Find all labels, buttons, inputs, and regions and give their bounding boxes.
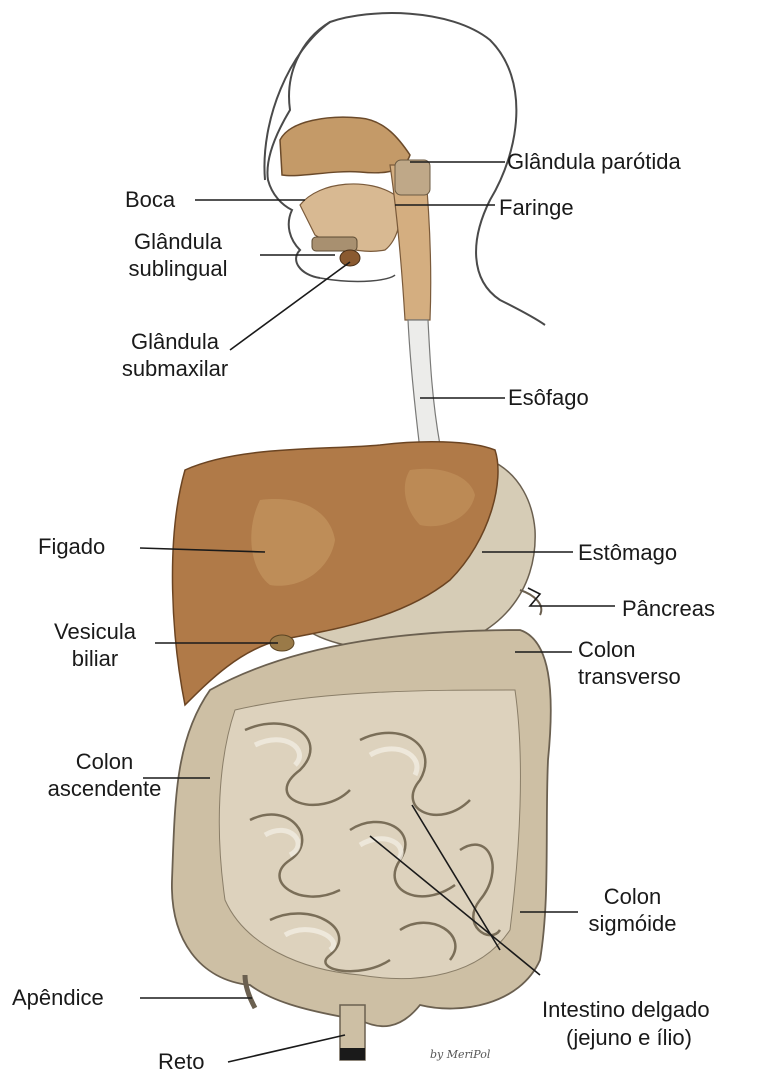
line-reto (228, 1035, 345, 1062)
label-glandula-sublingual-1: Glândula (98, 230, 258, 254)
parotid-gland (395, 160, 430, 195)
rectum-end (340, 1048, 365, 1060)
label-esofago: Esôfago (508, 386, 589, 410)
label-colon-ascendente-1: Colon (42, 750, 167, 774)
label-glandula-parotida: Glândula parótida (507, 150, 681, 174)
label-colon-sigmoide-1: Colon (575, 885, 690, 909)
label-glandula-sublingual-2: sublingual (98, 257, 258, 281)
label-figado: Figado (38, 535, 105, 559)
label-glandula-submaxilar-1: Glândula (100, 330, 250, 354)
label-colon-ascendente-2: ascendente (42, 777, 167, 801)
label-vesicula-1: Vesicula (35, 620, 155, 644)
line-pancreas (528, 588, 615, 606)
label-boca: Boca (125, 188, 175, 212)
label-pancreas: Pâncreas (622, 597, 715, 621)
artist-signature: by MeriPol (430, 1048, 490, 1061)
small-intestine (219, 690, 520, 979)
sublingual-gland (312, 237, 357, 251)
label-colon-transverso-1: Colon (578, 638, 635, 662)
label-colon-transverso-2: transverso (578, 665, 681, 689)
submaxilar-gland (340, 250, 360, 266)
label-vesicula-2: biliar (35, 647, 155, 671)
esophagus (408, 320, 440, 450)
label-intestino-delgado-1: Intestino delgado (542, 998, 710, 1022)
label-intestino-delgado-2: (jejuno e ílio) (566, 1026, 692, 1050)
label-glandula-submaxilar-2: submaxilar (100, 357, 250, 381)
label-faringe: Faringe (499, 196, 574, 220)
label-estomago: Estômago (578, 541, 677, 565)
label-colon-sigmoide-2: sigmóide (575, 912, 690, 936)
label-apendice: Apêndice (12, 986, 104, 1010)
label-reto: Reto (158, 1050, 204, 1074)
